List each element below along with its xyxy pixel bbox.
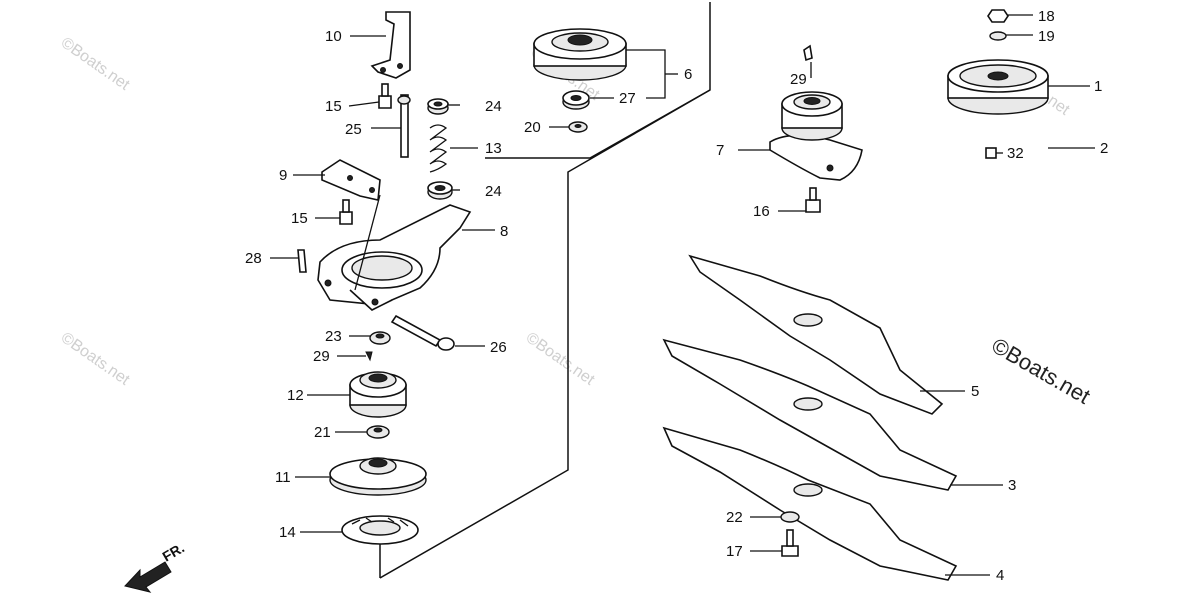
label-21: 21 — [314, 424, 331, 441]
label-25: 25 — [345, 121, 362, 138]
part-13-spring — [429, 124, 448, 173]
label-14: 14 — [279, 524, 296, 541]
label-27: 27 — [619, 90, 636, 107]
front-direction-arrow: FR. — [124, 539, 188, 593]
front-direction-label: FR. — [160, 539, 188, 564]
label-29-left: 29 — [313, 348, 330, 365]
watermark: ©Boats.net — [58, 329, 133, 389]
part-29-pin-right — [803, 44, 813, 62]
label-19: 19 — [1038, 28, 1055, 45]
part-20-washer — [568, 121, 588, 133]
part-28-pin — [297, 249, 307, 273]
label-28: 28 — [245, 250, 262, 267]
label-12: 12 — [287, 387, 304, 404]
part-19-washer — [989, 31, 1007, 41]
label-32: 32 — [1007, 145, 1024, 162]
label-5: 5 — [971, 383, 979, 400]
watermark-main: ©Boats.net — [988, 333, 1095, 409]
watermark: ©Boats.net — [523, 329, 598, 389]
label-9: 9 — [279, 167, 287, 184]
frame-line-top — [485, 2, 711, 159]
label-23: 23 — [325, 328, 342, 345]
part-21-washer — [366, 425, 390, 439]
part-10-bracket — [370, 11, 411, 79]
part-9-plate — [321, 159, 381, 201]
label-6: 6 — [684, 66, 692, 83]
part-4-blade — [662, 426, 958, 581]
part-8-tension-arm — [317, 194, 472, 311]
label-2: 2 — [1100, 140, 1108, 157]
label-24-bottom: 24 — [485, 183, 502, 200]
label-11: 11 — [275, 469, 291, 486]
label-15-top: 15 — [325, 98, 342, 115]
part-24-collar-bottom — [427, 181, 453, 200]
label-13: 13 — [485, 140, 502, 157]
label-10: 10 — [325, 28, 342, 45]
part-18-nut — [987, 9, 1009, 23]
part-32-key — [985, 147, 997, 159]
label-17: 17 — [726, 543, 743, 560]
part-22-washer — [780, 511, 800, 523]
label-8: 8 — [500, 223, 508, 240]
label-24-top: 24 — [485, 98, 502, 115]
part-labels: 10 15 25 24 13 24 9 15 8 28 23 29 26 12 … — [245, 8, 1108, 584]
part-7-idler — [769, 91, 863, 181]
label-22: 22 — [726, 509, 743, 526]
watermark: ©Boats.net — [58, 34, 133, 94]
label-4: 4 — [996, 567, 1004, 584]
label-18: 18 — [1038, 8, 1055, 25]
part-27-bearing — [562, 90, 590, 110]
label-20: 20 — [524, 119, 541, 136]
label-1: 1 — [1094, 78, 1102, 95]
part-6-pulley — [533, 28, 627, 81]
part-24-collar-top — [427, 98, 449, 115]
part-17-bolt — [781, 529, 799, 557]
part-14-lock-washer — [341, 515, 419, 545]
label-26: 26 — [490, 339, 507, 356]
label-15-mid: 15 — [291, 210, 308, 227]
part-11-disc — [329, 457, 427, 496]
part-26-bolt — [390, 314, 455, 351]
part-2-belt — [797, 126, 1046, 269]
label-16: 16 — [753, 203, 770, 220]
part-16-bolt — [805, 187, 821, 213]
frame-line-main — [379, 89, 711, 579]
part-5-blade — [688, 254, 944, 415]
label-3: 3 — [1008, 477, 1016, 494]
part-15-bolt-mid — [339, 199, 353, 225]
part-23-washer — [369, 331, 391, 345]
part-12-pulley — [349, 371, 407, 418]
label-7: 7 — [716, 142, 724, 159]
part-1-pulley — [947, 59, 1049, 115]
part-15-bolt-top — [378, 83, 392, 109]
label-29-right: 29 — [790, 71, 807, 88]
part-25-rod — [397, 94, 411, 158]
part-3-blade — [662, 338, 958, 491]
leader-lines — [270, 14, 1095, 576]
part-29-pin-left — [365, 351, 373, 362]
